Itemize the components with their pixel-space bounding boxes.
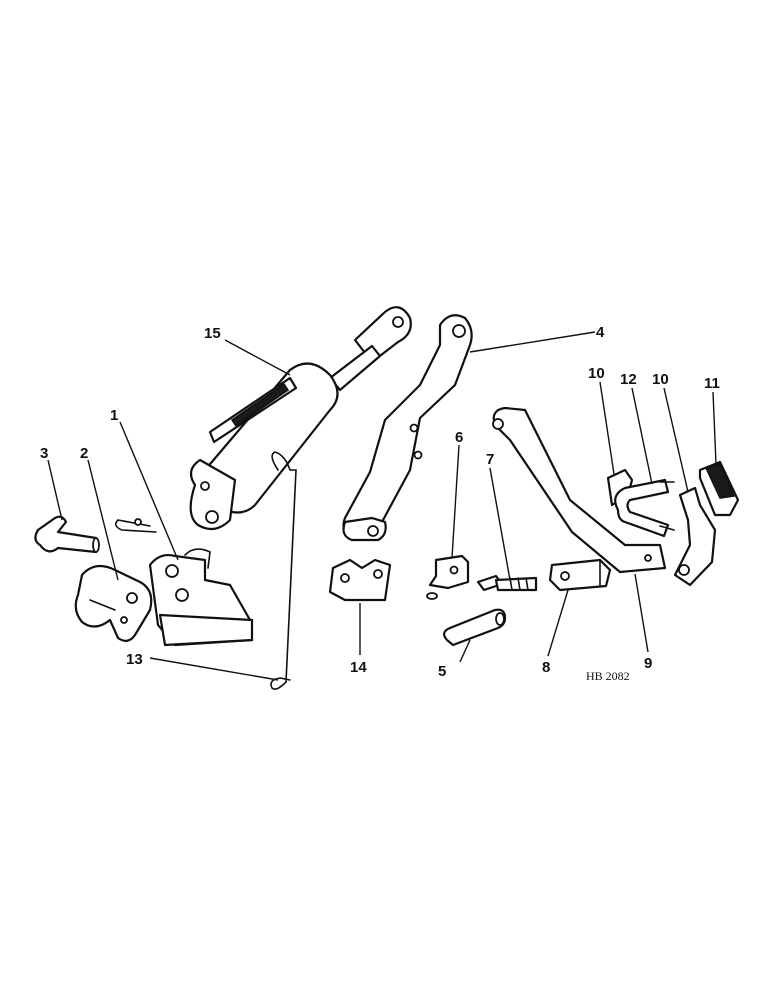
part-11-clamp <box>698 460 740 517</box>
callout-4: 4 <box>596 324 605 341</box>
callout-14: 14 <box>350 659 367 676</box>
part-5-pin <box>443 608 507 647</box>
callout-1: 1 <box>110 407 118 424</box>
part-4-lift-arm <box>342 314 473 542</box>
part-10-plate-right <box>673 486 717 587</box>
clip-pin <box>114 518 157 533</box>
callout-13: 13 <box>126 651 143 668</box>
part-14-clevis-bracket <box>328 558 392 602</box>
part-7-bolt <box>476 574 538 592</box>
part-3-pin <box>34 515 100 554</box>
callout-15: 15 <box>204 325 221 342</box>
callout-labels: 15 1 2 3 13 4 14 6 7 5 8 9 10 12 10 11 <box>40 324 720 680</box>
part-9-lever-arm <box>492 406 667 574</box>
part-8-block <box>548 558 612 592</box>
callout-10-left: 10 <box>588 365 605 382</box>
washer <box>426 592 438 600</box>
callout-3: 3 <box>40 445 48 462</box>
part-6-plate-bracket <box>428 554 470 590</box>
part-13-link-rod <box>270 451 297 690</box>
callout-10-right: 10 <box>652 371 669 388</box>
part-12-u-bolt <box>614 478 675 538</box>
callout-5: 5 <box>438 663 446 680</box>
callout-8: 8 <box>542 659 550 676</box>
part-2-hook-latch <box>74 564 153 642</box>
callout-2: 2 <box>80 445 88 462</box>
callout-7: 7 <box>486 451 494 468</box>
callout-6: 6 <box>455 429 463 446</box>
callout-12: 12 <box>620 371 637 388</box>
callout-11: 11 <box>704 375 720 392</box>
part-15-hydraulic-cylinder <box>189 306 412 531</box>
drawing-code: HB 2082 <box>586 669 630 683</box>
callout-9: 9 <box>644 655 652 672</box>
leader-lines <box>47 331 717 681</box>
part-1-bracket <box>148 548 254 647</box>
